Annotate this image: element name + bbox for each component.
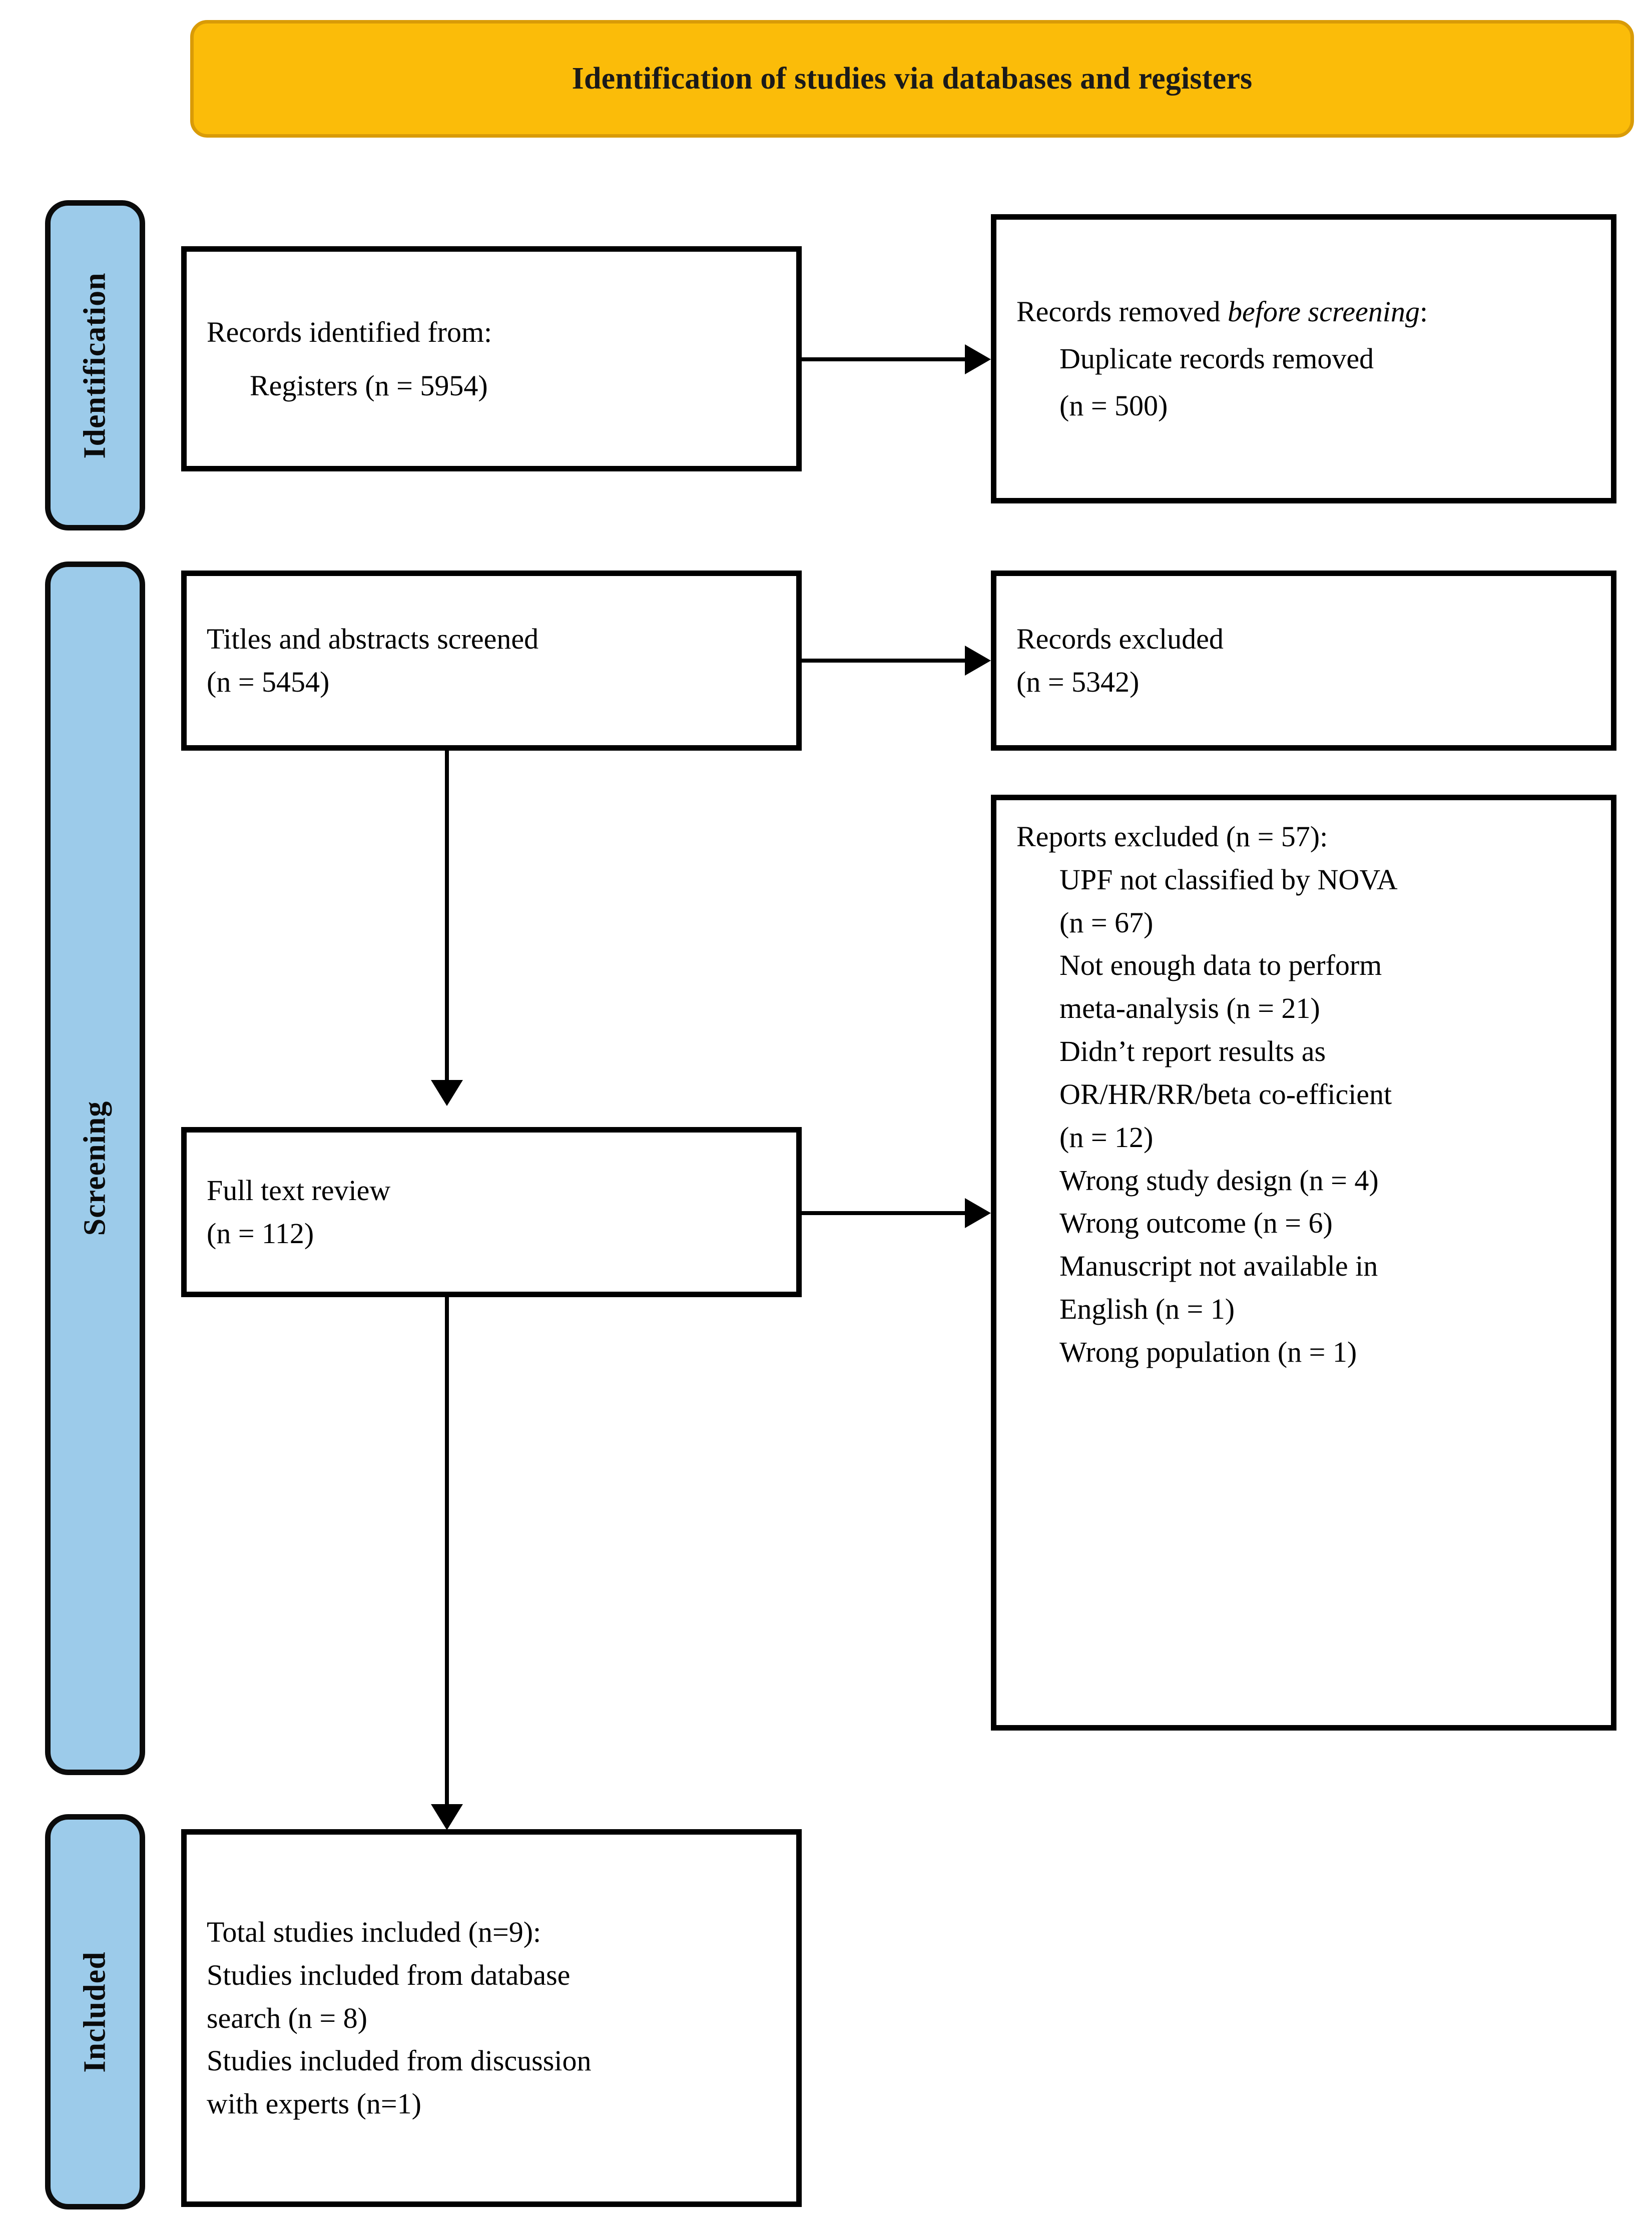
full-text-review-line-2: (n = 112): [207, 1217, 314, 1250]
reports-excluded-item-5: OR/HR/RR/beta co-efficient: [1059, 1077, 1392, 1110]
arrow-right-icon-identified-to-removed: [965, 344, 991, 374]
total-included-line-4: Studies included from discussion: [207, 2044, 592, 2077]
total-included-line-1: Total studies included (n=9):: [207, 1915, 541, 1948]
records-removed-italic: before screening: [1227, 295, 1420, 328]
box-records-identified: Records identified from: Registers (n = …: [181, 246, 802, 471]
records-removed-prefix: Records removed: [1016, 295, 1228, 328]
total-included-line-3: search (n = 8): [207, 2001, 367, 2034]
records-removed-heading: Records removed before screening:: [1016, 288, 1591, 335]
page-title: Identification of studies via databases …: [572, 62, 1253, 96]
records-removed-suffix: :: [1419, 295, 1428, 328]
reports-excluded-item-6: (n = 12): [1059, 1121, 1154, 1154]
arrow-down-icon-screened-to-fulltext: [431, 1080, 463, 1106]
diagram-header-banner: Identification of studies via databases …: [190, 20, 1634, 138]
total-included-line-2: Studies included from database: [207, 1958, 571, 1991]
reports-excluded-item-1: (n = 67): [1059, 906, 1154, 939]
stage-label-identification: Identification: [78, 272, 112, 459]
connector-screened-to-fulltext-line: [445, 751, 449, 1081]
records-removed-line-3: (n = 500): [1059, 389, 1168, 422]
reports-excluded-item-10: English (n = 1): [1059, 1293, 1235, 1326]
total-included-line-5: with experts (n=1): [207, 2087, 421, 2120]
arrow-right-icon-fulltext-to-reports-excluded: [965, 1198, 991, 1228]
connector-fulltext-to-reports-excluded-line: [802, 1211, 967, 1215]
reports-excluded-item-4: Didn’t report results as: [1059, 1035, 1326, 1068]
reports-excluded-item-0: UPF not classified by NOVA: [1059, 863, 1398, 896]
reports-excluded-item-3: meta-analysis (n = 21): [1059, 992, 1320, 1025]
reports-excluded-item-9: Manuscript not available in: [1059, 1250, 1378, 1283]
box-titles-abstracts-screened: Titles and abstracts screened (n = 5454): [181, 571, 802, 751]
arrow-right-icon-screened-to-excluded: [965, 646, 991, 676]
box-total-studies-included: Total studies included (n=9): Studies in…: [181, 1829, 802, 2207]
stage-bar-identification: Identification: [45, 200, 145, 530]
connector-screened-to-excluded-line: [802, 659, 967, 663]
stage-bar-screening: Screening: [45, 562, 145, 1775]
reports-excluded-item-8: Wrong outcome (n = 6): [1059, 1207, 1333, 1240]
box-reports-excluded: Reports excluded (n = 57): UPF not class…: [991, 795, 1616, 1731]
records-excluded-line-1: Records excluded: [1016, 623, 1224, 656]
full-text-review-line-1: Full text review: [207, 1174, 391, 1207]
stage-label-included: Included: [78, 1951, 112, 2073]
reports-excluded-item-11: Wrong population (n = 1): [1059, 1335, 1357, 1368]
arrow-down-icon-fulltext-to-included: [431, 1804, 463, 1830]
box-records-removed: Records removed before screening: Duplic…: [991, 214, 1616, 503]
box-full-text-review: Full text review (n = 112): [181, 1127, 802, 1297]
titles-screened-line-1: Titles and abstracts screened: [207, 623, 539, 656]
titles-screened-line-2: (n = 5454): [207, 666, 330, 698]
records-identified-line-1: Records identified from:: [207, 315, 492, 348]
reports-excluded-item-2: Not enough data to perform: [1059, 949, 1382, 982]
reports-excluded-heading: Reports excluded (n = 57):: [1016, 820, 1328, 853]
connector-fulltext-to-included-line: [445, 1297, 449, 1805]
records-excluded-line-2: (n = 5342): [1016, 666, 1140, 698]
stage-bar-included: Included: [45, 1814, 145, 2209]
box-records-excluded: Records excluded (n = 5342): [991, 571, 1616, 751]
reports-excluded-item-7: Wrong study design (n = 4): [1059, 1164, 1379, 1197]
stage-label-screening: Screening: [78, 1100, 112, 1236]
connector-identified-to-removed-line: [802, 357, 967, 361]
records-removed-line-2: Duplicate records removed: [1059, 342, 1374, 375]
records-identified-line-2: Registers (n = 5954): [250, 369, 488, 402]
